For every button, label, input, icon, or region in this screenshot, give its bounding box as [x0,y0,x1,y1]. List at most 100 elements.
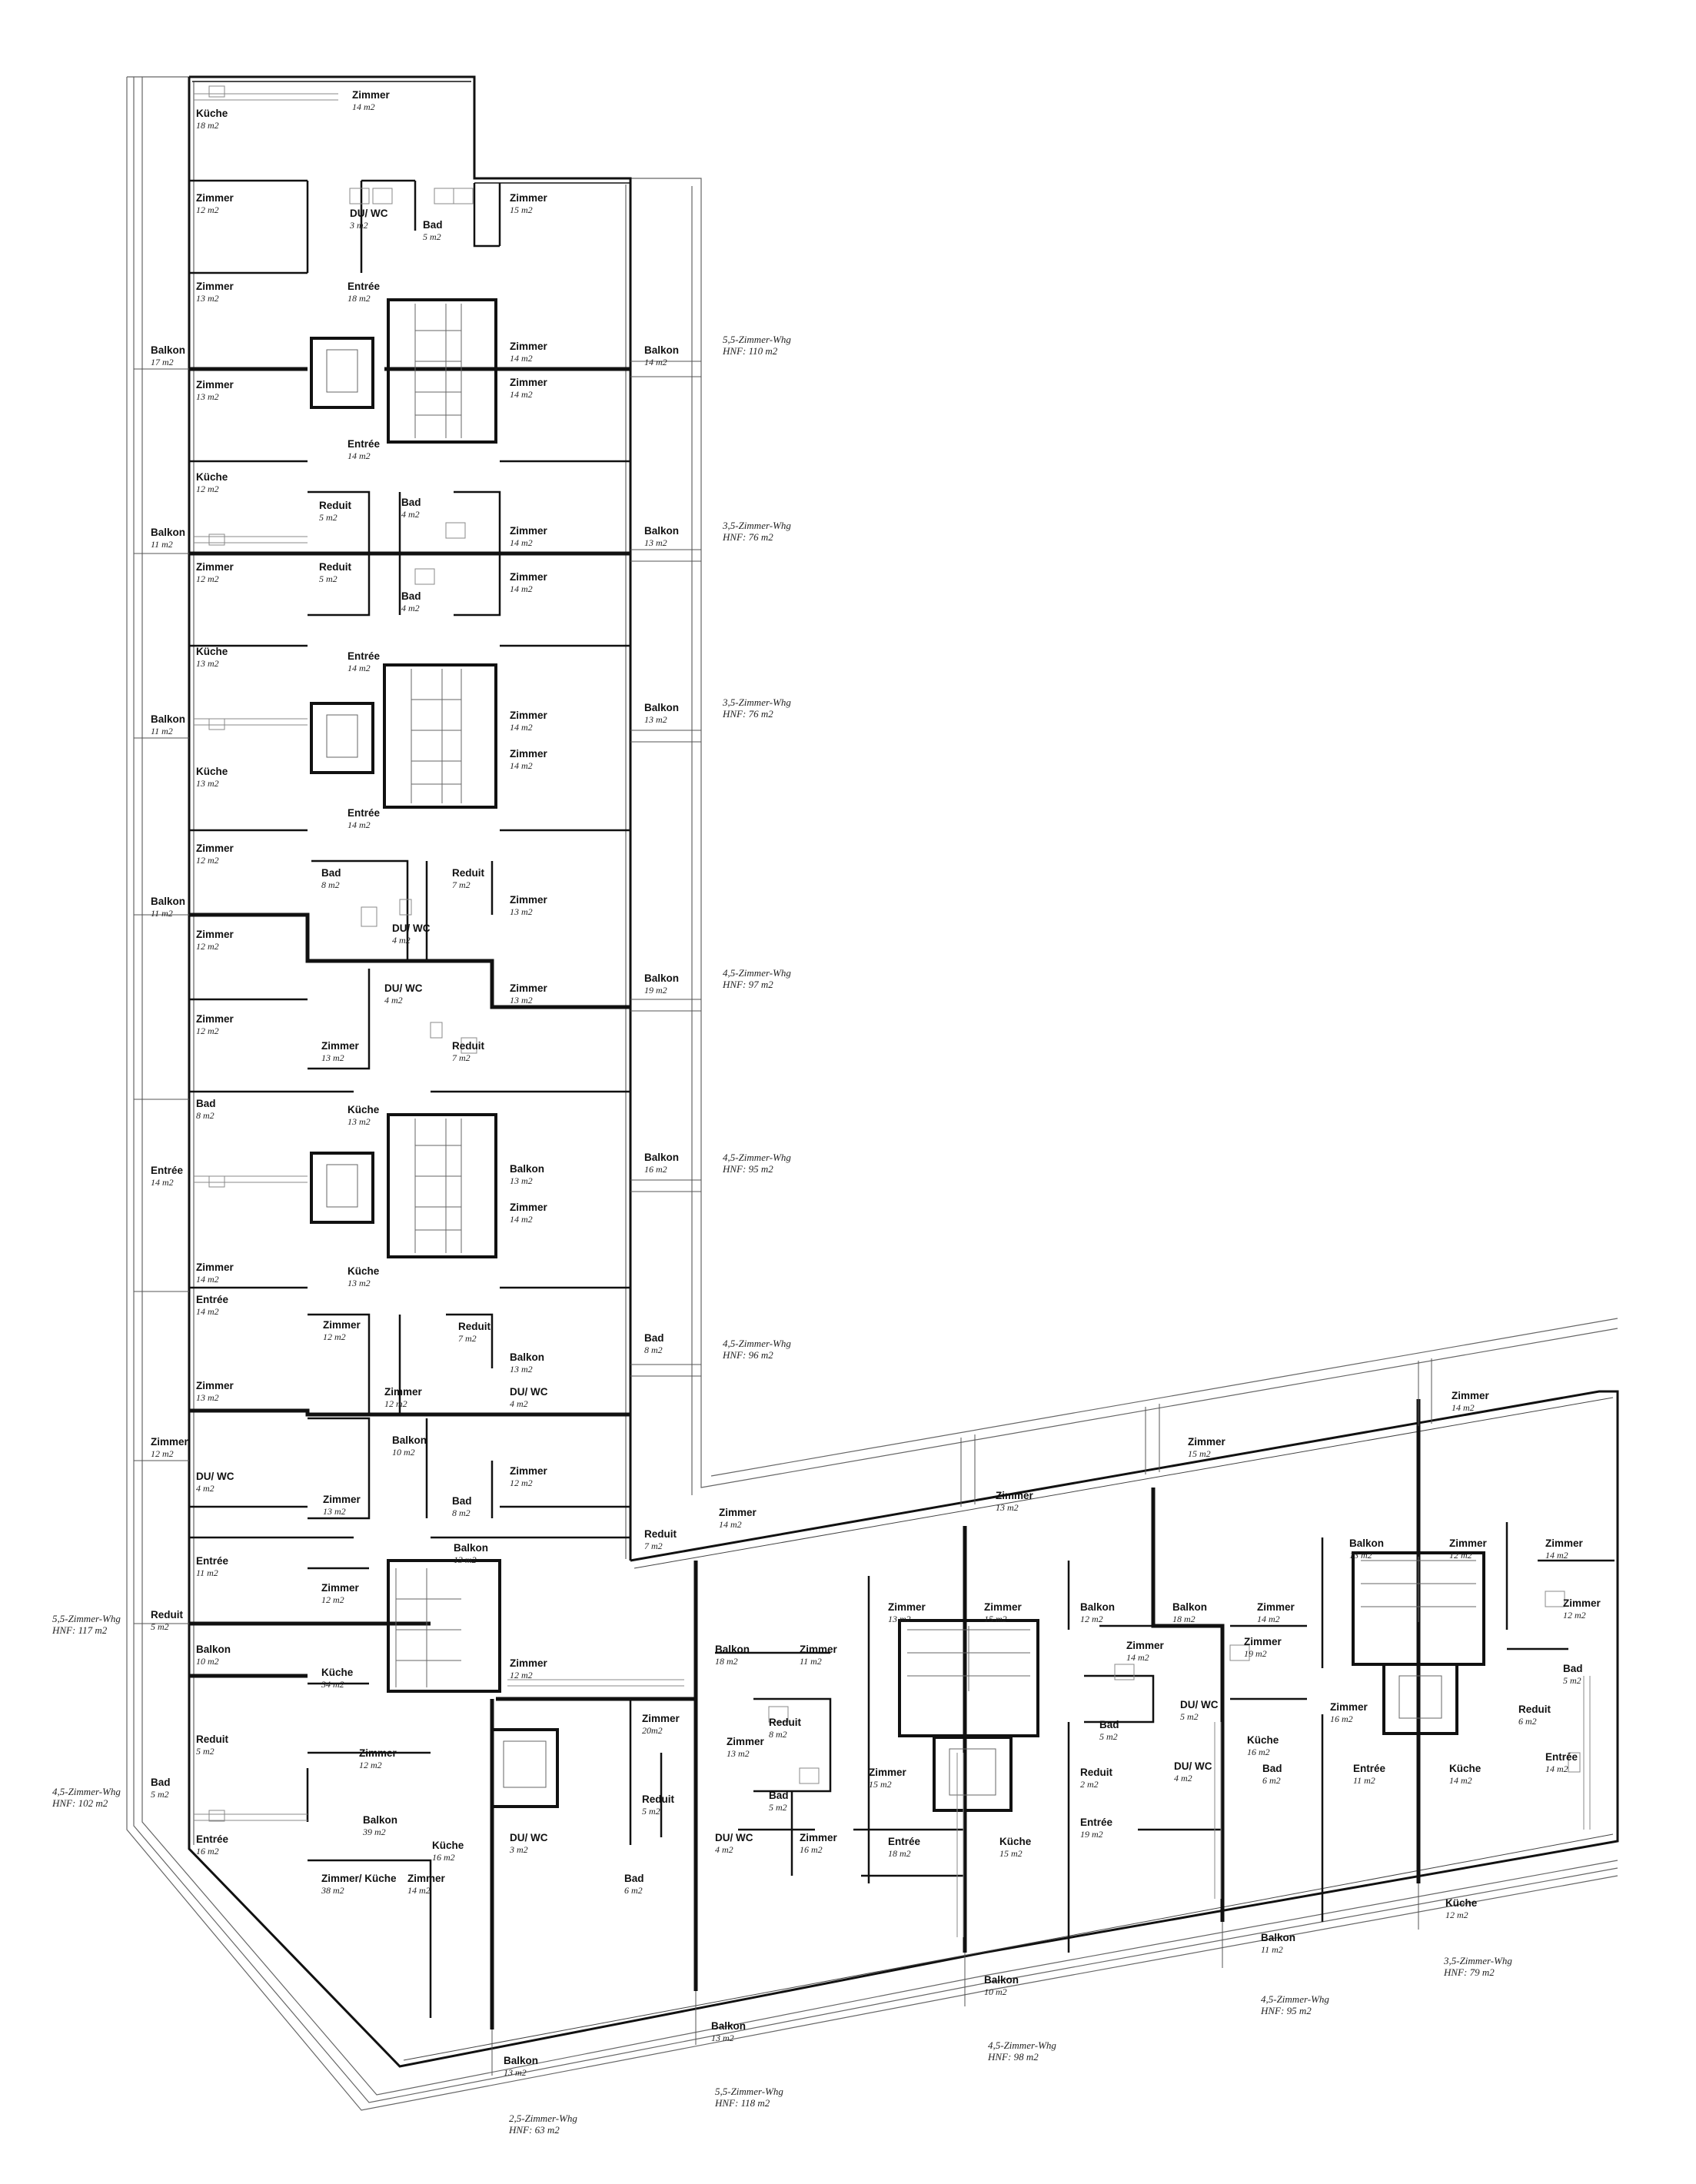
room-name: Zimmer [384,1386,423,1398]
room-area: 4 m2 [196,1483,214,1494]
apartment-hnf: HNF: 76 m2 [722,531,773,543]
room-area: 12 m2 [510,1478,533,1488]
room-name: Zimmer [510,1657,548,1669]
room-area: 2 m2 [1080,1779,1099,1790]
room-area: 13 m2 [711,2033,734,2043]
room-name: Reduit [319,500,352,511]
room-area: 4 m2 [1174,1773,1192,1783]
apartment-type: 4,5-Zimmer-Whg [723,967,791,979]
room-area: 5 m2 [319,573,338,584]
room-area: 13 m2 [727,1748,750,1759]
room-name: DU/ WC [510,1386,548,1398]
room-area: 14 m2 [510,389,533,400]
room-area: 11 m2 [151,726,173,736]
room-name: Entrée [151,1165,184,1176]
room-name: Zimmer [510,571,548,583]
room-name: Reduit [196,1734,229,1745]
room-area: 15 m2 [510,204,533,215]
room-name: Reduit [642,1793,675,1805]
room-name: Bad [1262,1763,1282,1774]
room-name: Balkon [1261,1932,1295,1943]
room-area: 5 m2 [642,1806,660,1817]
room-name: Bad [769,1790,789,1801]
room-area: 6 m2 [1262,1775,1281,1786]
room-name: Zimmer [196,929,234,940]
room-name: Küche [196,646,228,657]
room-name: Balkon [510,1163,544,1175]
room-name: Balkon [151,713,185,725]
room-name: Balkon [644,1152,679,1163]
room-name: DU/ WC [196,1471,234,1482]
apartment-hnf: HNF: 98 m2 [987,2051,1039,2063]
room-area: 4 m2 [510,1398,528,1409]
room-area: 12 m2 [321,1594,344,1605]
room-area: 12 m2 [1449,1550,1472,1561]
apartment-hnf: HNF: 63 m2 [508,2124,560,2136]
room-area: 5 m2 [151,1621,169,1632]
room-name: Bad [401,497,421,508]
room-label: DU/ WC5 m2 [1180,1699,1219,1722]
room-area: 14 m2 [348,450,371,461]
room-name: Küche [432,1840,464,1851]
apartment-type: 5,5-Zimmer-Whg [52,1613,121,1624]
room-name: Küche [196,471,228,483]
apartment-hnf: HNF: 102 m2 [52,1797,108,1809]
room-area: 14 m2 [151,1177,174,1188]
room-area: 5 m2 [769,1802,787,1813]
room-area: 8 m2 [321,879,340,890]
room-name: Zimmer [359,1747,397,1759]
room-name: Zimmer [196,379,234,391]
room-label: DU/ WC4 m2 [510,1386,548,1409]
room-area: 8 m2 [452,1508,471,1518]
room-name: Balkon [392,1434,427,1446]
apartment-type: 3,5-Zimmer-Whg [1443,1955,1512,1966]
facade-bands [193,81,1614,2061]
room-area: 8 m2 [769,1729,787,1740]
room-name: Balkon [454,1542,488,1554]
apartment-hnf: HNF: 118 m2 [714,2097,770,2109]
room-area: 20m2 [642,1725,663,1736]
room-area: 17 m2 [151,357,174,367]
room-area: 18 m2 [888,1848,911,1859]
room-area: 12 m2 [359,1760,382,1770]
room-area: 13 m2 [644,537,667,548]
balcony-dividers [134,361,1432,2076]
room-area: 14 m2 [510,1214,533,1225]
room-area: 13 m2 [1349,1550,1372,1561]
room-area: 15 m2 [999,1848,1023,1859]
room-area: 12 m2 [196,204,219,215]
room-area: 15 m2 [1188,1448,1211,1459]
room-name: Entrée [1353,1763,1386,1774]
room-name: Balkon [504,2055,538,2066]
room-name: Zimmer [984,1601,1023,1613]
room-name: Zimmer [196,561,234,573]
room-name: Zimmer [196,843,234,854]
